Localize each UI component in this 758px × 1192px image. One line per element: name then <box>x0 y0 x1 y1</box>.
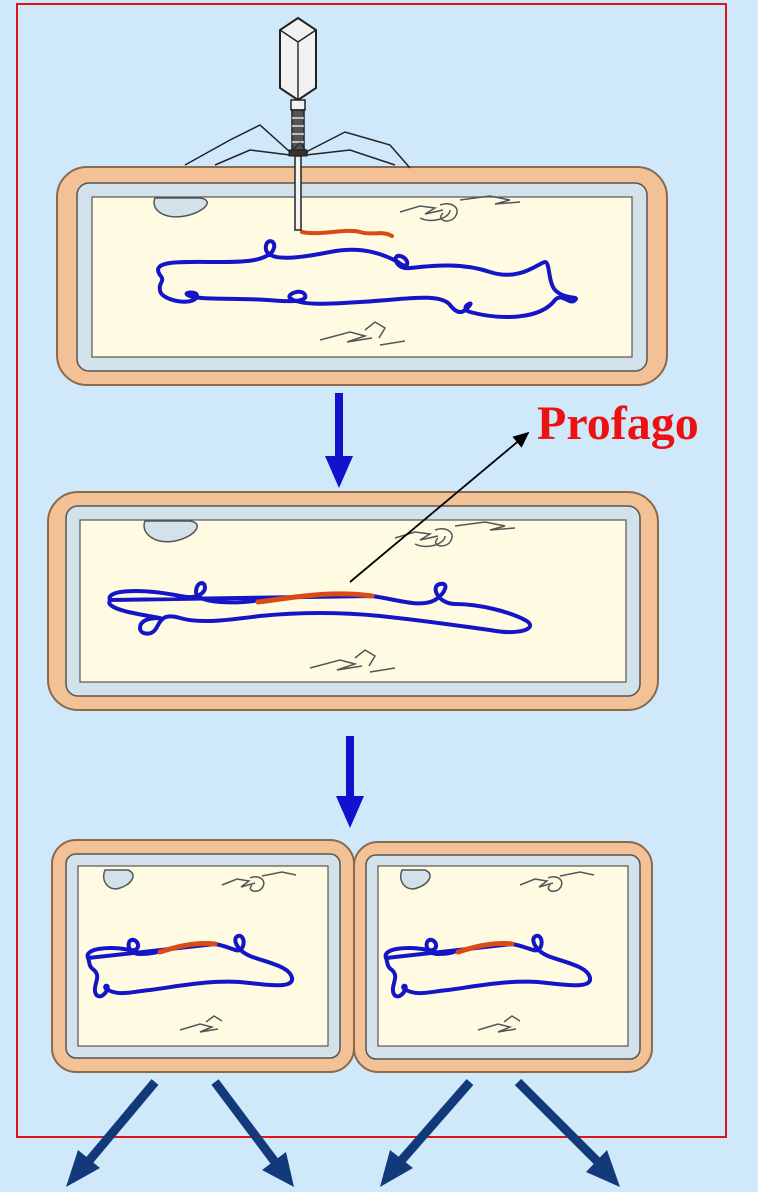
bacterial-chromosome <box>107 581 533 636</box>
frame-border <box>16 3 727 1138</box>
bacterial-chromosome <box>156 239 578 319</box>
ribosome-cluster <box>519 871 595 893</box>
prophage-pointer <box>349 431 530 583</box>
down-arrow-icon <box>336 736 364 828</box>
prophage-dna <box>255 591 375 605</box>
ribosome-cluster <box>399 195 521 222</box>
down-right-arrow-icon <box>514 1078 620 1187</box>
ribosome-bottom <box>319 321 406 346</box>
ribosome-bottom <box>309 649 396 673</box>
mesosome-top <box>400 869 431 890</box>
down-left-arrow-icon <box>380 1079 474 1187</box>
mesosome-top <box>103 869 134 890</box>
mesosome-top <box>143 520 198 543</box>
down-right-arrow-icon <box>211 1079 294 1187</box>
prophage-dna <box>455 941 515 955</box>
cell-cytoplasm <box>91 196 633 358</box>
prophage-dna <box>157 941 218 955</box>
offspring-arrows <box>66 1078 620 1187</box>
down-left-arrow-icon <box>66 1079 159 1187</box>
ribosome-bottom <box>179 1015 223 1033</box>
ribosome-bottom <box>477 1015 521 1033</box>
bacterial-chromosome <box>85 933 294 999</box>
ribosome-cluster <box>221 871 297 893</box>
bacteriophage-icon <box>184 16 411 231</box>
cell-infected <box>56 166 668 386</box>
daughter-cell-right <box>353 841 653 1073</box>
daughter-cell-left <box>51 839 355 1073</box>
mesosome-top <box>153 197 208 218</box>
cell-lysogen <box>47 491 659 711</box>
ribosome-cluster <box>394 521 516 548</box>
phage-dna-injected <box>300 228 394 238</box>
bacterial-chromosome <box>383 933 592 999</box>
prophage-label: Profago <box>537 397 699 450</box>
down-arrow-icon <box>325 393 353 488</box>
